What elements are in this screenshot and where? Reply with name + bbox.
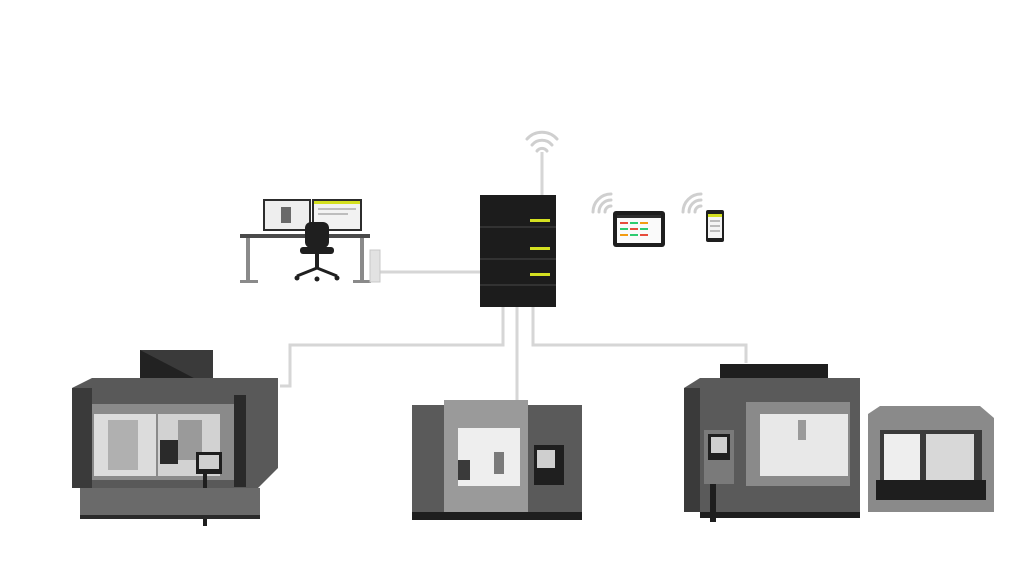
wifi-icon [591,192,613,214]
cnc-machine-icon [684,364,994,522]
server-icon [480,195,556,307]
cables [280,152,748,400]
cable-machine-right [531,305,748,363]
cable-machine-left [280,305,505,388]
tablet-icon [613,211,665,247]
cnc-lathe-icon [412,400,582,520]
wifi-icon [681,192,703,214]
phone-icon [706,210,724,242]
cnc-machine-icon [72,350,278,526]
wifi-icon [525,130,559,153]
desk-computer-icon [240,199,381,283]
